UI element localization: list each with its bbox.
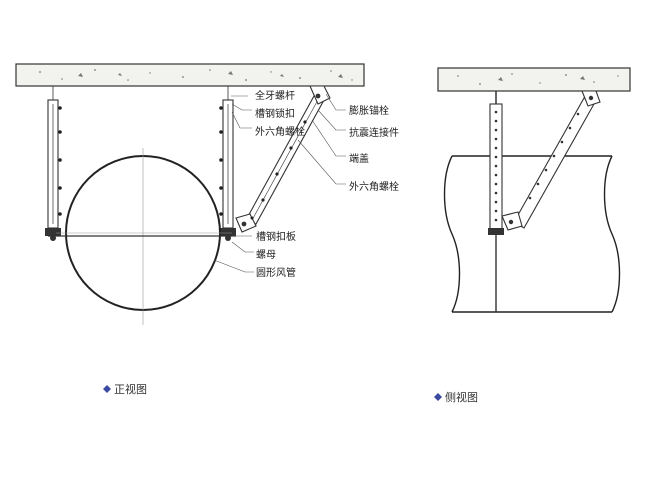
side-hanger [488,91,504,312]
label-seismic-connector: 抗震连接件 [349,126,399,139]
front-view-title: 正视图 [114,382,147,396]
front-seismic-brace [235,85,331,233]
side-duct [443,155,621,313]
side-seismic-brace [501,90,601,231]
label-channel-lock: 槽钢锁扣 [255,107,295,120]
label-hex-bolt-brace: 外六角螺栓 [349,180,399,193]
label-nut: 螺母 [256,249,276,261]
label-round-duct: 圆形风管 [256,266,296,279]
front-leader-lines [213,93,346,273]
side-view-caption: 侧视图 [434,390,478,404]
label-end-cap: 端盖 [349,152,369,165]
caption-diamond-icon [103,385,111,393]
label-channel-plate: 槽钢扣板 [256,230,296,243]
right-hanger [219,86,236,241]
side-view-title: 侧视图 [445,390,478,404]
label-expansion-anchor: 膨胀锚栓 [349,104,389,117]
label-hex-bolt-top: 外六角螺栓 [255,125,305,138]
caption-diamond-icon [434,393,442,401]
left-hanger [45,86,62,241]
front-view: 全牙螺杆 槽钢锁扣 外六角螺栓 膨胀锚栓 抗震连接件 端盖 外六角螺栓 槽钢扣板… [15,63,399,396]
label-threaded-rod: 全牙螺杆 [255,89,295,102]
side-concrete-slab [437,67,631,92]
front-concrete-slab [15,63,365,87]
front-view-caption: 正视图 [103,382,147,396]
side-view: 侧视图 [434,67,631,404]
